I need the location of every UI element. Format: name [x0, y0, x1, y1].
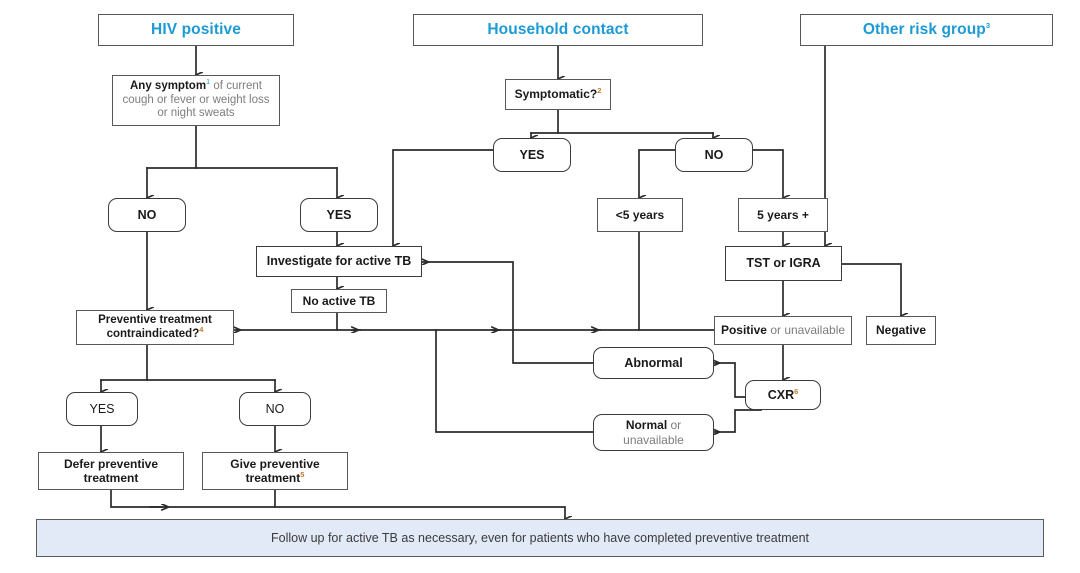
node-household-no-label: NO — [704, 147, 724, 162]
footnote-marker-5: 5 — [300, 470, 305, 479]
node-symptomatic[interactable]: Symptomatic?2 — [505, 79, 611, 110]
footnote-marker-3: 3 — [985, 20, 991, 30]
node-normal-bold: Normal — [625, 418, 668, 433]
header-hiv-positive[interactable]: HIV positive — [98, 14, 294, 46]
node-under-5-years-label: <5 years — [615, 207, 665, 222]
node-contraindicated-no-label: NO — [265, 401, 285, 416]
node-contraindicated-yes[interactable]: YES — [66, 392, 138, 426]
node-investigate-for-active-tb-label: Investigate for active TB — [266, 254, 412, 269]
node-any-symptom-line3: or night sweats — [157, 107, 235, 120]
node-any-symptom-bold: Any symptom — [130, 80, 207, 93]
node-contraindicated-line1: Preventive treatment — [98, 313, 212, 326]
node-defer-preventive-treatment[interactable]: Defer preventive treatment — [38, 452, 184, 490]
node-under-5-years[interactable]: <5 years — [597, 198, 683, 232]
footnote-marker-6: 6 — [794, 386, 799, 396]
node-symptomatic-label: Symptomatic? — [514, 87, 598, 102]
node-cxr-label: CXR — [767, 387, 795, 402]
node-tst-or-igra-label: TST or IGRA — [746, 256, 821, 271]
node-preventive-treatment-contraindicated[interactable]: Preventive treatment contraindicated?4 — [76, 310, 234, 345]
node-give-line1: Give preventive — [230, 456, 320, 471]
node-abnormal-label: Abnormal — [624, 355, 683, 370]
node-household-no[interactable]: NO — [675, 138, 753, 172]
node-cxr[interactable]: CXR6 — [745, 380, 821, 410]
node-positive-bold: Positive — [720, 323, 767, 338]
node-normal-or-unavailable[interactable]: Normal or unavailable — [593, 414, 714, 451]
node-positive-or-unavailable[interactable]: Positive or unavailable — [714, 316, 852, 345]
node-give-line2: treatment — [245, 471, 301, 485]
footnote-marker-2: 2 — [597, 86, 602, 96]
node-5-years-plus[interactable]: 5 years + — [738, 198, 828, 232]
node-5-years-plus-label: 5 years + — [757, 207, 809, 222]
node-negative-label: Negative — [875, 323, 927, 338]
node-normal-rest: or — [667, 418, 682, 433]
node-investigate-for-active-tb[interactable]: Investigate for active TB — [256, 246, 422, 277]
footnote-marker-1: 1 — [206, 77, 211, 87]
header-household-contact-label: Household contact — [487, 20, 629, 38]
header-other-risk-group-label: Other risk group — [862, 20, 986, 38]
node-any-symptom[interactable]: Any symptom1 of current cough or fever o… — [112, 75, 280, 126]
node-abnormal[interactable]: Abnormal — [593, 347, 714, 379]
node-contraindicated-line2: contraindicated? — [106, 327, 200, 340]
footnote-marker-4: 4 — [199, 324, 204, 334]
header-other-risk-group[interactable]: Other risk group3 — [800, 14, 1053, 46]
node-contraindicated-yes-label: YES — [89, 401, 115, 416]
node-positive-rest: or unavailable — [766, 323, 846, 338]
node-hiv-yes[interactable]: YES — [300, 198, 378, 232]
node-negative[interactable]: Negative — [866, 316, 936, 345]
node-normal-line2: unavailable — [623, 432, 684, 447]
node-defer-line2: treatment — [83, 471, 139, 485]
node-hiv-yes-label: YES — [326, 207, 352, 222]
node-contraindicated-no[interactable]: NO — [239, 392, 311, 426]
node-defer-line1: Defer preventive — [63, 456, 159, 471]
node-household-yes-label: YES — [519, 147, 545, 162]
node-household-yes[interactable]: YES — [493, 138, 571, 172]
node-any-symptom-line2: cough or fever or weight loss — [122, 93, 270, 106]
node-tst-or-igra[interactable]: TST or IGRA — [725, 246, 842, 281]
node-hiv-no-label: NO — [137, 207, 157, 222]
node-hiv-no[interactable]: NO — [108, 198, 186, 232]
header-hiv-positive-label: HIV positive — [151, 20, 241, 38]
header-household-contact[interactable]: Household contact — [413, 14, 703, 46]
followup-banner-text: Follow up for active TB as necessary, ev… — [270, 531, 809, 545]
node-no-active-tb-label: No active TB — [302, 293, 376, 308]
node-give-preventive-treatment[interactable]: Give preventive treatment5 — [202, 452, 348, 490]
node-any-symptom-rest1: of current — [210, 80, 262, 93]
followup-banner[interactable]: Follow up for active TB as necessary, ev… — [36, 519, 1044, 557]
node-no-active-tb[interactable]: No active TB — [291, 289, 387, 313]
